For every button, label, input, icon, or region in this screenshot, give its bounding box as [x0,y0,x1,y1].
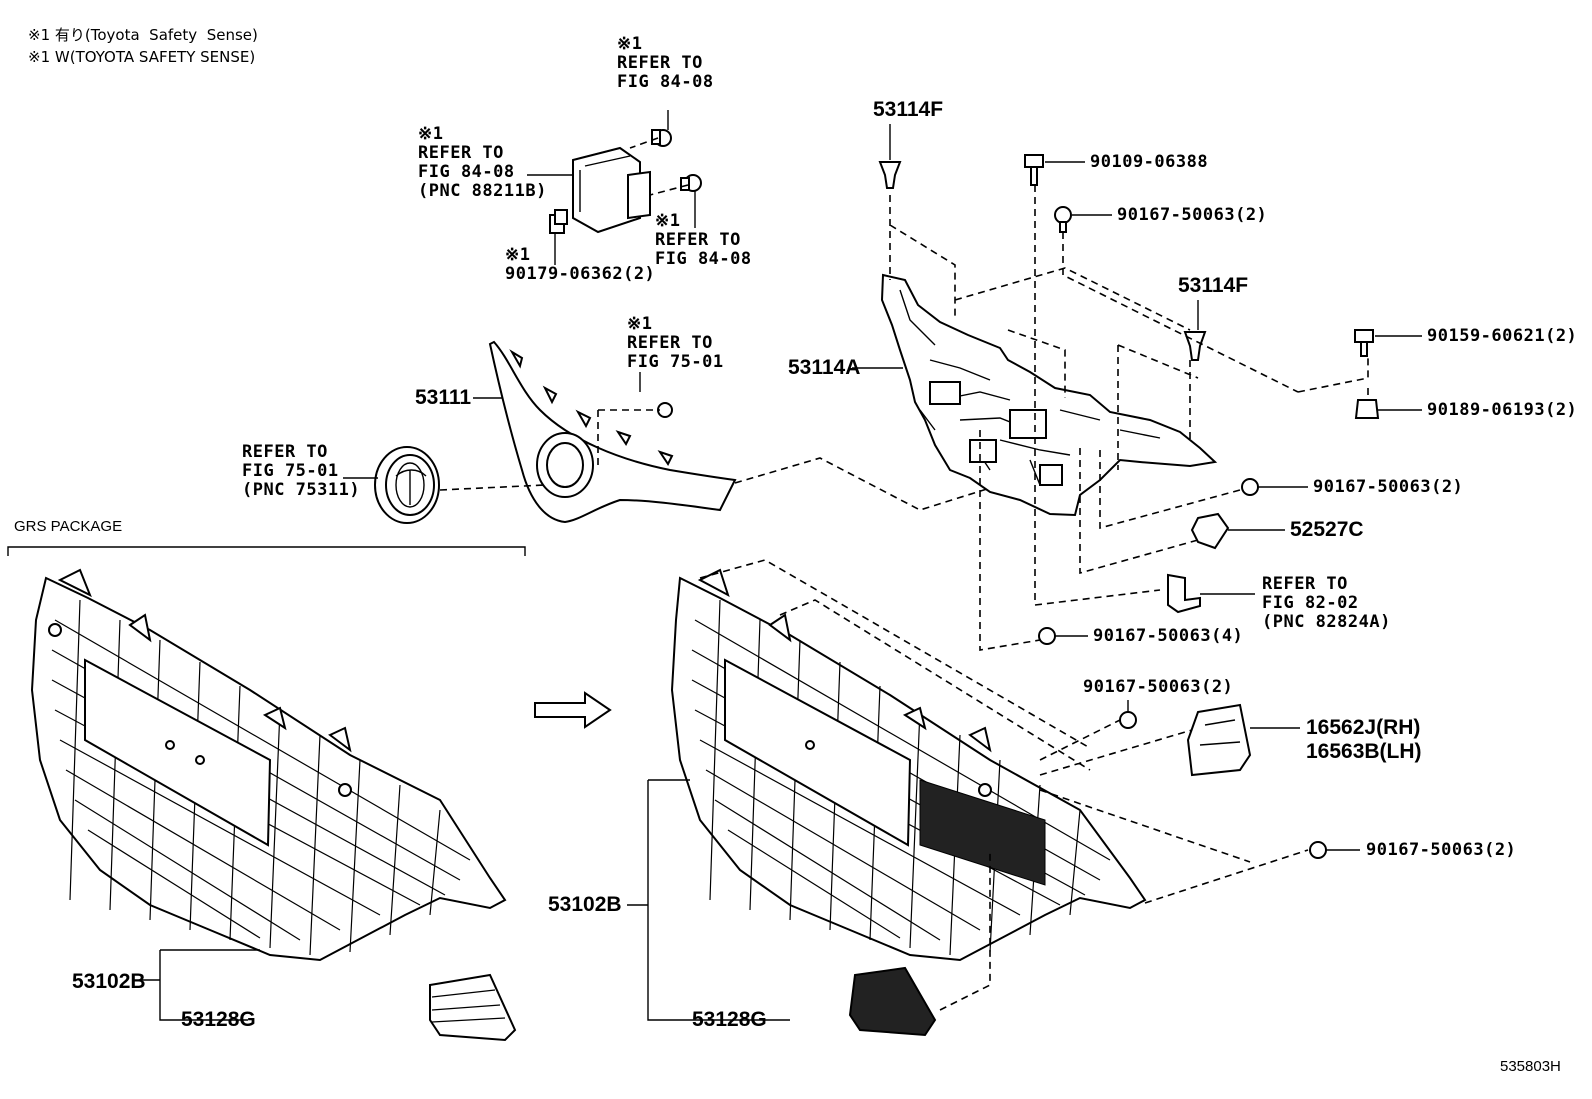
bracket-16562J-16563B[interactable] [1186,703,1252,777]
label-fastener-90167-grille-right[interactable]: 90167-50063(2) [1366,840,1517,860]
label-53114F-top[interactable]: 53114F [873,98,944,121]
molding-clip[interactable] [657,402,673,418]
grille-retainer-53114A[interactable] [880,273,1218,517]
grille-53102B-right[interactable] [670,568,1147,962]
label-53102B-left[interactable]: 53102B [72,970,146,993]
callout-clip-upper[interactable]: ※1 REFER TO FIG 75-01 [627,314,724,372]
callout-sensor-top[interactable]: ※1 REFER TO FIG 84-08 [617,34,714,92]
label-fastener-90109-06388[interactable]: 90109-06388 [1090,152,1209,172]
sheet-id: 535803H [1500,1058,1561,1075]
bracket-52527C[interactable] [1190,512,1230,550]
screw-90167-lower[interactable] [1038,627,1056,645]
label-53102B-right[interactable]: 53102B [548,893,622,916]
side-grille-53128G-left[interactable] [429,973,517,1042]
screw-90167-mid[interactable] [1241,478,1259,496]
grille-53102B-left[interactable] [30,568,507,962]
label-16562J[interactable]: 16562J(RH) [1306,716,1421,739]
emblem-part[interactable] [374,446,440,524]
section-label-grs-package: GRS PACKAGE [14,518,123,535]
label-53128G-left[interactable]: 53128G [181,1008,256,1031]
label-52527C[interactable]: 52527C [1290,518,1364,541]
label-fastener-90167-top[interactable]: 90167-50063(2) [1117,205,1268,225]
label-53111[interactable]: 53111 [415,386,472,409]
callout-emblem[interactable]: REFER TO FIG 75-01 (PNC 75311) [242,442,361,500]
side-grille-53128G-right[interactable] [848,966,937,1037]
sensor-bolt-right[interactable] [680,174,702,192]
callout-connector[interactable]: REFER TO FIG 82-02 (PNC 82824A) [1262,574,1391,632]
clip-53114F-right[interactable] [1183,331,1207,361]
connector-82824A[interactable] [1167,573,1201,614]
sensor-nut[interactable] [549,209,568,234]
bolt-90159-60621[interactable] [1354,329,1374,357]
label-fastener-90167-grille-top[interactable]: 90167-50063(2) [1083,677,1234,697]
callout-nut-sensor[interactable]: ※1 90179-06362(2) [505,245,656,284]
sensor-bolt-top[interactable] [651,129,672,147]
label-fastener-90159-60621[interactable]: 90159-60621(2) [1427,326,1578,346]
radar-sensor-part[interactable] [572,146,651,234]
callout-sensor-left[interactable]: ※1 REFER TO FIG 84-08 (PNC 88211B) [418,124,547,201]
callout-sensor-right[interactable]: ※1 REFER TO FIG 84-08 [655,211,752,269]
bolt-90109-06388[interactable] [1024,154,1044,186]
label-fastener-90189-06193[interactable]: 90189-06193(2) [1427,400,1578,420]
upper-molding-53111[interactable] [488,340,737,524]
clip-53114F-top[interactable] [878,161,902,189]
label-16563B[interactable]: 16563B(LH) [1306,740,1422,763]
nut-90189-06193[interactable] [1354,399,1380,419]
note-line-1: ※1 有り(Toyota Safety Sense) [28,26,258,44]
screw-90167-grille-right[interactable] [1309,841,1327,859]
label-fastener-90167-mid[interactable]: 90167-50063(2) [1313,477,1464,497]
label-53114A[interactable]: 53114A [788,356,861,379]
label-fastener-90167-lower[interactable]: 90167-50063(4) [1093,626,1244,646]
label-53128G-right[interactable]: 53128G [692,1008,767,1031]
label-53114F-right[interactable]: 53114F [1178,274,1249,297]
note-line-2: ※1 W(TOYOTA SAFETY SENSE) [28,48,256,66]
screw-90167-grille-top[interactable] [1119,711,1137,729]
arrow-icon [534,691,612,729]
screw-90167-top[interactable] [1054,206,1072,233]
